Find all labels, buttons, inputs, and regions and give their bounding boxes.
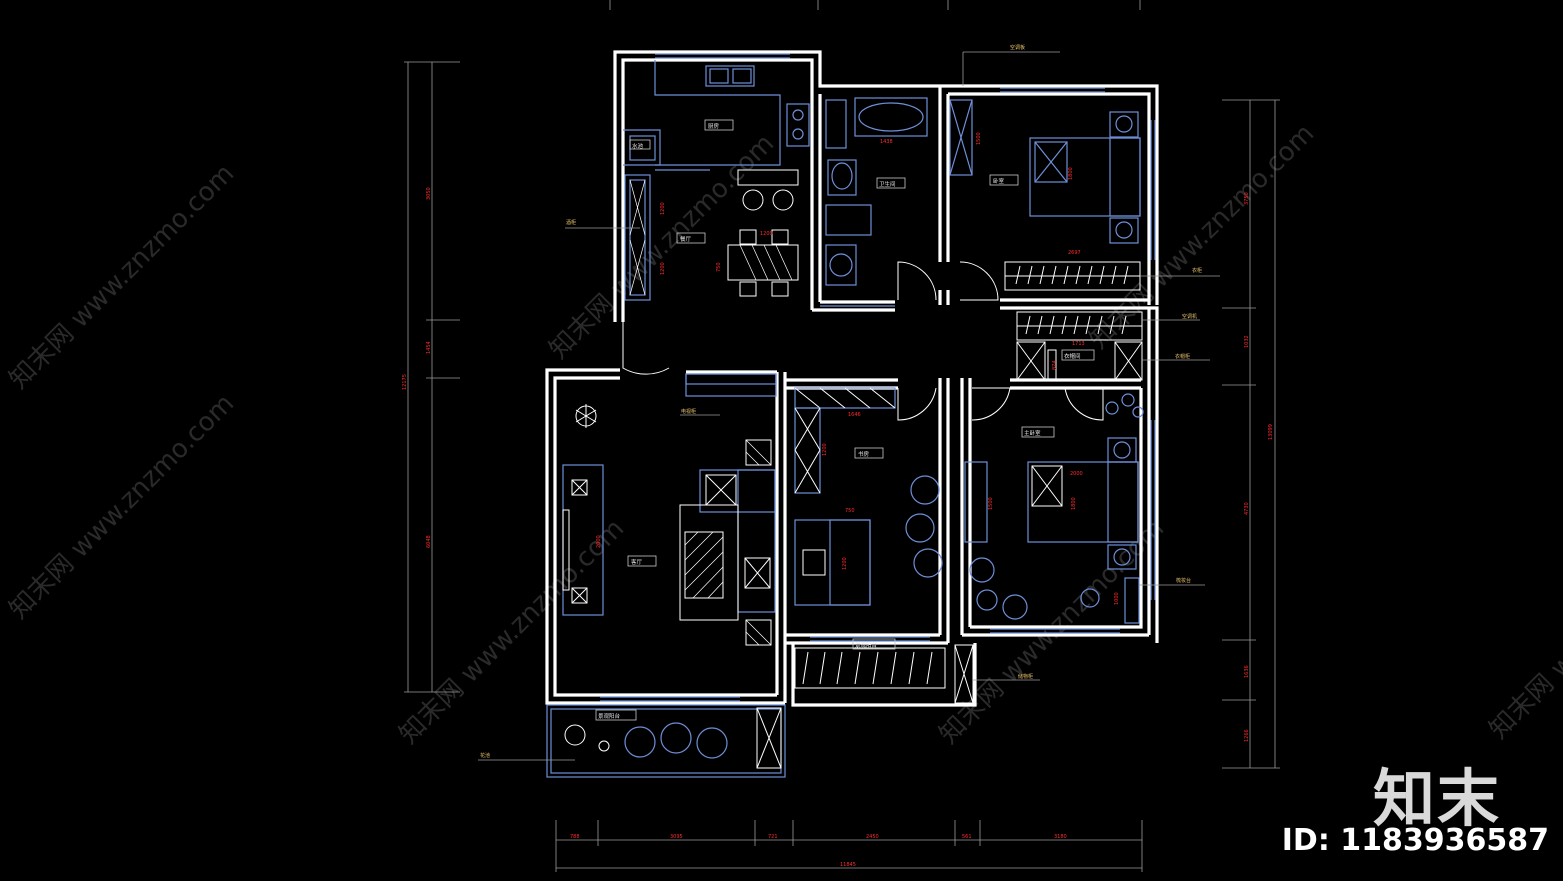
dim-master-dress: 1000	[1114, 592, 1120, 605]
room-label-study: 书房	[858, 450, 870, 458]
dim-master-bed-h: 1800	[1071, 497, 1077, 510]
room-label-dining: 餐厅	[680, 235, 692, 243]
annotation-notes: 空调板 酒柜 衣柜 空调机 衣帽柜 梳妆台 花池 储物柜 电视柜	[478, 44, 1220, 761]
dim-study-desk-h: 1200	[842, 557, 848, 570]
dim-bottom-total: 11845	[840, 862, 856, 868]
dim-study-desk: 750	[845, 508, 855, 514]
living-furniture	[562, 373, 777, 646]
walls	[545, 50, 1159, 707]
bedroom2-furniture	[949, 99, 1141, 244]
dim-bottom-6: 3180	[1054, 834, 1067, 840]
left-dimensions: 3050 1454 6048 12175	[402, 61, 460, 693]
watermark-text: 知末网 www.znzmo.com	[544, 129, 780, 365]
note-planter: 花池	[480, 752, 490, 759]
brand-logo: 知末	[1372, 762, 1501, 835]
balcony-planters	[564, 707, 782, 769]
right-dimensions: 3750 1032 13099 4730 1636 1266	[1222, 99, 1280, 769]
room-label-master: 主卧室	[1024, 429, 1041, 437]
room-label-cloak: 衣帽间	[1064, 352, 1081, 360]
note-top: 空调板	[1010, 44, 1025, 51]
note-storage: 储物柜	[1018, 673, 1033, 680]
dim-master-bed: 2000	[1070, 471, 1083, 477]
bedroom2-wardrobe	[1004, 261, 1141, 291]
dim-right-5: 1636	[1244, 665, 1250, 678]
note-dresser: 梳妆台	[1176, 577, 1191, 584]
dim-bottom-3: 721	[768, 834, 778, 840]
dim-study-w: 1646	[848, 412, 861, 418]
room-label-balcony1: 景观阳台	[598, 712, 621, 720]
top-ticks	[609, 0, 1141, 10]
dim-bottom-2: 3095	[670, 834, 683, 840]
dim-dining-side: 750	[716, 262, 722, 272]
dim-bottom-5: 561	[962, 834, 972, 840]
watermark-text: 知末网 www.znzmo.com	[1484, 509, 1563, 745]
room-label-wash: 水池	[632, 142, 644, 150]
dim-dining-h1: 1200	[660, 202, 666, 215]
dim-right-1: 3750	[1244, 192, 1250, 205]
note-tv-cabinet: 电视柜	[681, 408, 696, 415]
room-label-bedroom2: 卧室	[993, 177, 1005, 185]
dim-left-total: 12175	[402, 374, 408, 390]
dim-master-wall: 1500	[988, 497, 994, 510]
dim-right-6: 1266	[1244, 729, 1250, 742]
wine-cabinet	[624, 174, 651, 301]
dim-cloak-w: 1713	[1072, 341, 1085, 347]
dim-living-tv: 2000	[596, 535, 602, 548]
dim-left-1: 3050	[426, 187, 432, 200]
dim-dining-table: 1200	[760, 231, 773, 237]
kitchen-counters	[623, 60, 810, 171]
room-labels: 厨房 水池 餐厅 卫生间 卧室 客厅 书房 主卧室 衣帽间 景观阳台 景观阳台	[595, 119, 1095, 721]
dim-bed2-w: 2697	[1068, 250, 1081, 256]
dim-bed2-bed: 1800	[1068, 167, 1074, 180]
watermark-text: 知末网 www.znzmo.com	[4, 159, 240, 395]
cloakroom	[1016, 311, 1143, 381]
dim-right-3: 13099	[1268, 424, 1274, 440]
bath-fixtures	[825, 97, 928, 286]
room-label-balcony2: 景观阳台	[855, 641, 878, 649]
dim-left-2: 1454	[426, 341, 432, 354]
study-balcony-cabinet	[794, 644, 974, 704]
dining-set	[727, 169, 799, 297]
master-bed-pillows	[1031, 465, 1063, 507]
dim-bottom-4: 2450	[866, 834, 879, 840]
windows	[546, 53, 1156, 778]
note-wine-cabinet: 酒柜	[566, 219, 576, 226]
dim-bottom-1: 788	[570, 834, 580, 840]
dim-right-2: 1032	[1244, 335, 1250, 348]
watermark-text: 知末网 www.znzmo.com	[4, 389, 240, 625]
note-cloak-cabinet: 衣帽柜	[1175, 353, 1190, 360]
dim-cloak-h: 874	[1052, 360, 1058, 370]
dim-left-3: 6048	[426, 535, 432, 548]
dim-dining-h2: 1200	[660, 262, 666, 275]
note-wardrobe: 衣柜	[1192, 267, 1202, 274]
dim-study-h: 1200	[822, 443, 828, 456]
watermark-layer: 知末网 www.znzmo.com 知末网 www.znzmo.com 知末网 …	[4, 119, 1563, 750]
note-ac: 空调机	[1182, 313, 1197, 320]
dim-right-4: 4730	[1244, 502, 1250, 515]
dim-bed2-closet: 1500	[976, 132, 982, 145]
room-label-kitchen: 厨房	[708, 122, 720, 130]
image-id: ID: 1183936587	[1281, 823, 1549, 858]
bottom-dimensions: 788 3095 721 2450 561 3180 11845	[555, 820, 1143, 872]
watermark-text: 知末网 www.znzmo.com	[394, 514, 630, 750]
doors	[622, 261, 1104, 421]
inner-dimensions: 1438 2697 1500 1800 1200 1200 1200 750 1…	[596, 132, 1120, 605]
room-label-bath: 卫生间	[879, 180, 896, 188]
master-furniture	[964, 393, 1144, 624]
study-furniture	[794, 387, 943, 606]
dim-bath-tub: 1438	[880, 139, 893, 145]
room-label-living: 客厅	[631, 558, 643, 566]
